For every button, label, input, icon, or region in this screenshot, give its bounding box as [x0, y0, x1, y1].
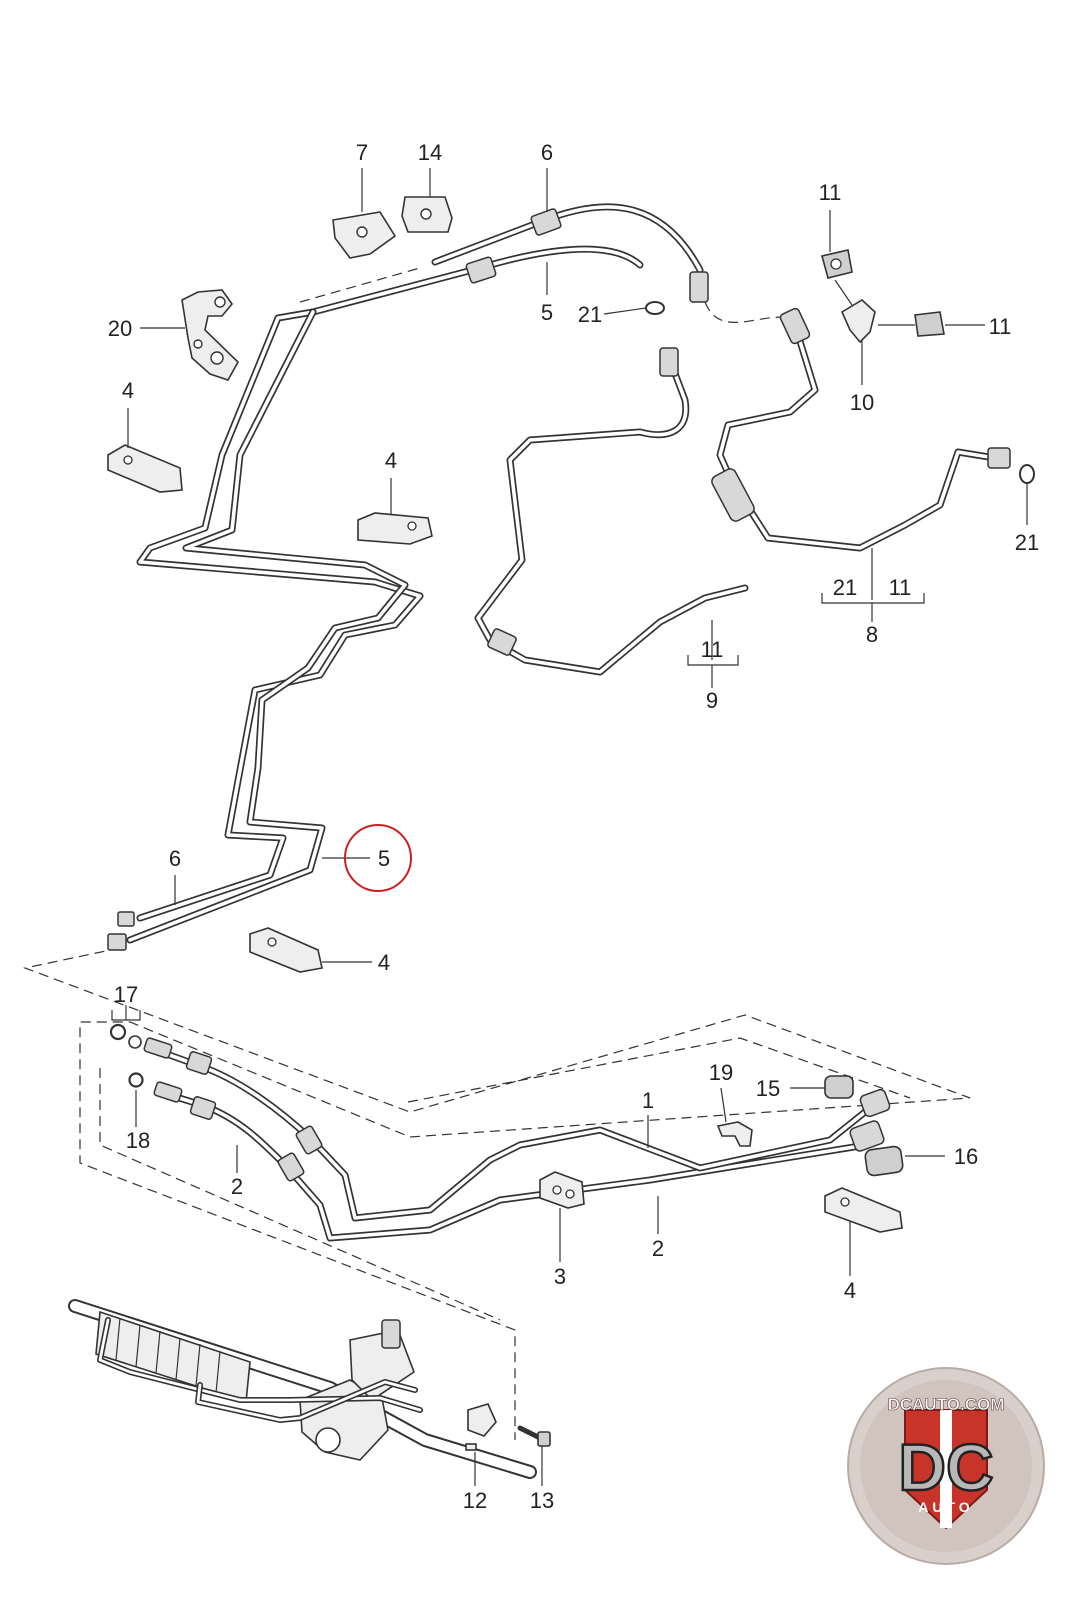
clip-part-4-right	[824, 1187, 903, 1233]
fitting-1-right	[859, 1088, 891, 1118]
seal-ring-21-right	[1019, 464, 1035, 484]
highlight-circle	[344, 824, 412, 892]
hose-sleeves-upper	[107, 208, 1011, 951]
bracket-part-7	[332, 211, 397, 259]
bolt-part-13	[517, 1425, 551, 1447]
callout-14: 14	[418, 140, 442, 165]
bracket-part-20	[181, 289, 239, 381]
clip-part-3	[539, 1171, 585, 1209]
steering-rack	[68, 1299, 537, 1479]
fitting-6-end-low	[117, 911, 135, 927]
bracket-part-10	[840, 299, 876, 344]
callout-5-circled: 5	[378, 846, 390, 871]
callout-1: 1	[642, 1088, 654, 1113]
callout-21-top: 21	[578, 302, 602, 327]
hose-line-6-upper	[431, 203, 704, 274]
fitting-9-top	[659, 347, 679, 377]
callout-4-mid: 4	[385, 448, 397, 473]
fitting-5-end-low	[107, 933, 127, 951]
callout-8: 8	[866, 622, 878, 647]
logo-top-text: DCAUTO.COM	[888, 1395, 1005, 1414]
callout-20: 20	[108, 316, 132, 341]
fitting-2-right	[849, 1120, 885, 1152]
hose-line-8	[716, 321, 999, 552]
fitting-6-end	[689, 271, 709, 303]
clip-part-4-mid	[357, 512, 433, 545]
callout-21-group-8: 21	[833, 575, 857, 600]
hose-line-9	[474, 351, 749, 676]
callout-11-group-9: 11	[701, 637, 724, 662]
callout-5-top: 5	[541, 300, 553, 325]
ring-1	[295, 1125, 323, 1155]
hose-line-5-long	[126, 308, 409, 944]
callout-7: 7	[356, 140, 368, 165]
clip-part-4-left	[107, 444, 183, 493]
fitting-8-top	[779, 307, 811, 345]
cap-part-16	[864, 1145, 904, 1177]
callout-21-right: 21	[1015, 530, 1039, 555]
hose-ferrules-lower	[143, 1037, 891, 1182]
assembly-outline-dashed	[22, 267, 971, 1440]
callout-16: 16	[954, 1144, 978, 1169]
grommet-part-11-right	[914, 311, 945, 337]
logo-mark: DC	[898, 1430, 993, 1504]
callout-13: 13	[530, 1488, 554, 1513]
sleeve-8	[711, 468, 755, 522]
sleeve-1	[185, 1051, 213, 1075]
seal-ring-18	[128, 1072, 144, 1088]
callout-17: 17	[114, 982, 138, 1007]
plate-part-12	[465, 1403, 497, 1451]
hose-line-6-long	[136, 308, 424, 922]
callout-4-low: 4	[378, 950, 390, 975]
callout-11-top: 11	[819, 180, 842, 205]
callout-4-left: 4	[122, 378, 134, 403]
grommet-part-11-top	[821, 249, 853, 279]
fitting-2-left	[153, 1081, 183, 1103]
fitting-1-left	[143, 1037, 173, 1059]
clip-part-4-low	[249, 927, 323, 973]
sleeve-9	[487, 628, 517, 656]
callout-12: 12	[463, 1488, 487, 1513]
callout-2-right: 2	[652, 1236, 664, 1261]
clip-part-19	[716, 1121, 753, 1147]
callout-6-low: 6	[169, 846, 181, 871]
callout-4-right: 4	[844, 1278, 856, 1303]
logo-sub-text: AUTO	[918, 1499, 973, 1515]
clamp-part-14	[401, 196, 453, 233]
ring-2	[277, 1152, 305, 1182]
callout-9: 9	[706, 688, 718, 713]
callout-3: 3	[554, 1264, 566, 1289]
callout-2-left: 2	[231, 1174, 243, 1199]
leader-lines	[111, 168, 1028, 1486]
hose-line-2	[156, 1088, 884, 1242]
fitting-8-end	[987, 447, 1011, 469]
callout-15: 15	[756, 1076, 780, 1101]
sleeve-6	[530, 208, 562, 236]
seal-rings-17	[109, 1023, 142, 1049]
callout-11-right: 11	[989, 314, 1012, 339]
dcauto-logo: DCAUTO.COM DC AUTO	[847, 1367, 1045, 1565]
callout-6-top: 6	[541, 140, 553, 165]
sleeve-5	[465, 256, 497, 284]
callout-10: 10	[850, 390, 874, 415]
callout-19: 19	[709, 1060, 733, 1085]
callout-18: 18	[126, 1128, 150, 1153]
cap-part-15	[824, 1075, 854, 1099]
hose-line-1	[146, 1044, 874, 1222]
callout-labels: 7 14 6 5 21 20 4 4 11 11 10 21 21 11 8 1…	[108, 140, 1039, 1513]
seal-ring-21-top	[645, 301, 665, 315]
sleeve-2	[189, 1096, 217, 1120]
callout-11-group-8: 11	[889, 575, 912, 600]
